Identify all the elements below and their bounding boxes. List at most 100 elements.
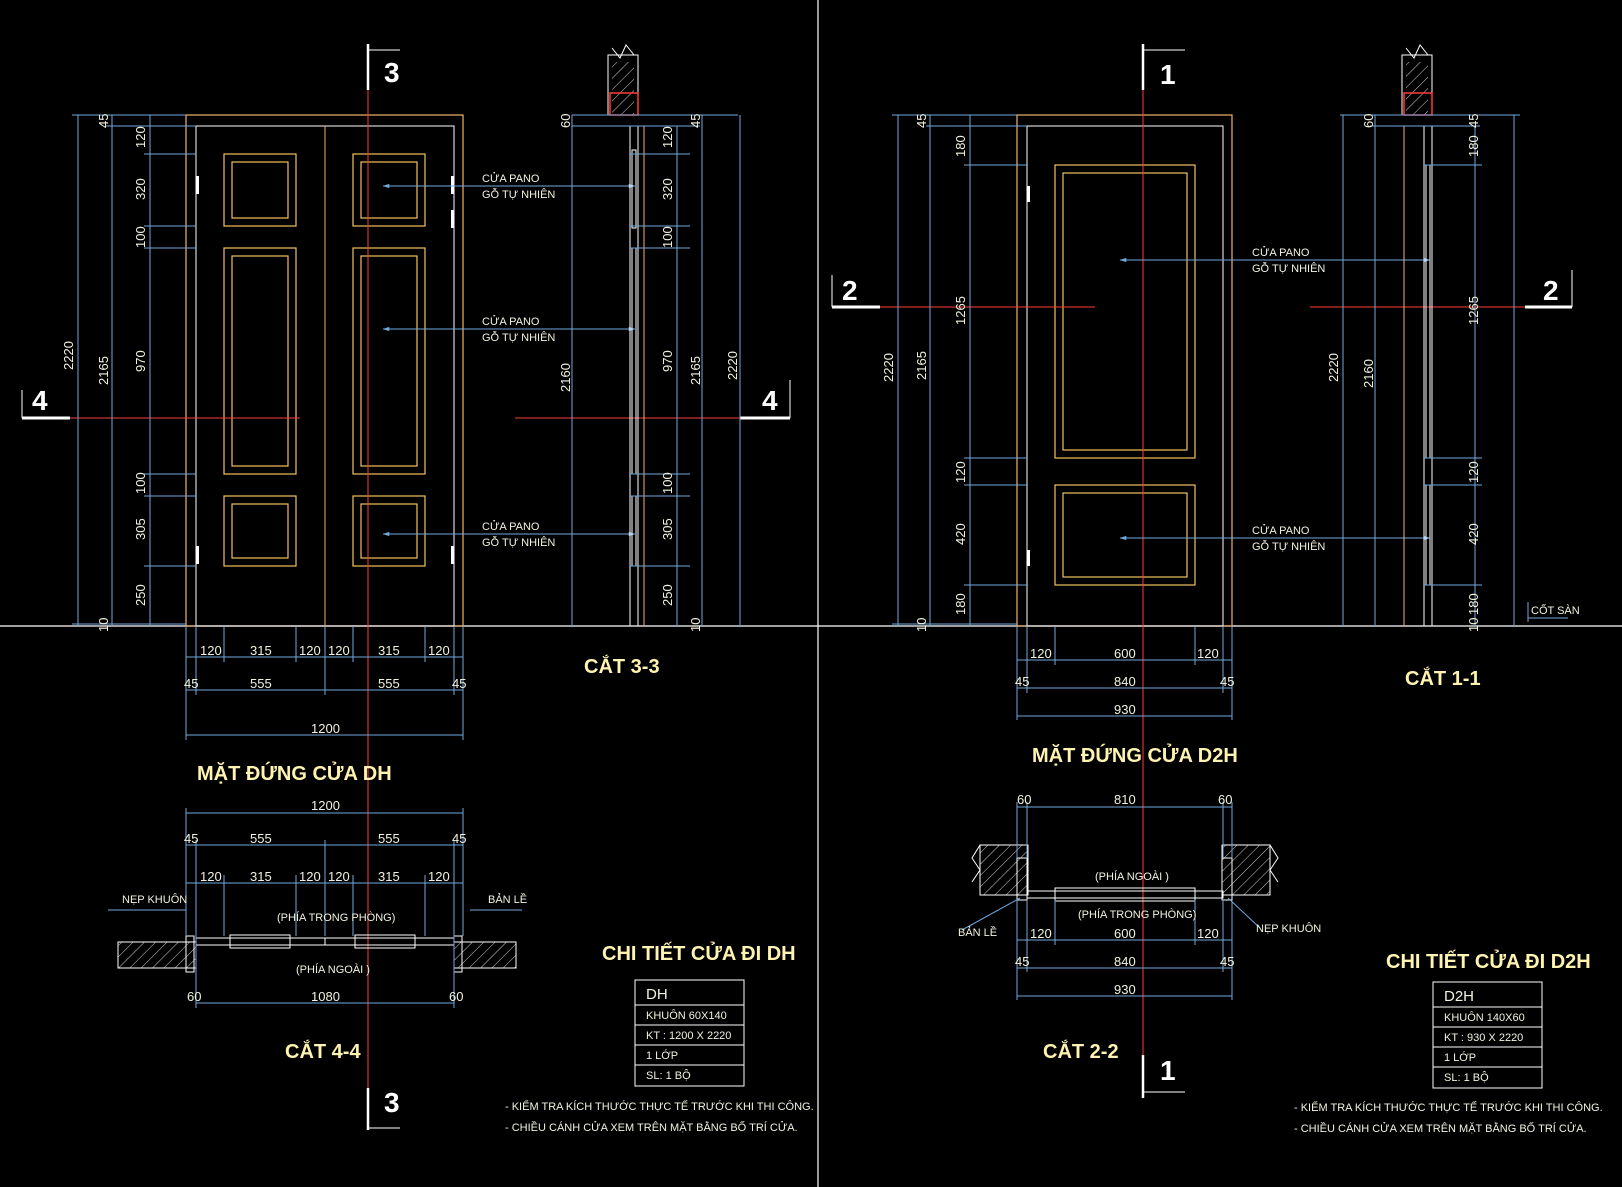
dh-note-1: - KIỂM TRA KÍCH THƯỚC THỰC TẾ TRƯỚC KHI …: [505, 1100, 814, 1113]
dh-plan-dims: [108, 808, 522, 1008]
svg-text:KT : 930 X 2220: KT : 930 X 2220: [1444, 1032, 1523, 1044]
svg-text:2165: 2165: [688, 356, 703, 385]
svg-text:(PHÍA NGOÀI ): (PHÍA NGOÀI ): [1095, 870, 1169, 883]
svg-text:NẸP KHUÔN: NẸP KHUÔN: [122, 893, 187, 906]
svg-text:45: 45: [1015, 674, 1029, 689]
svg-text:CỬA PANO: CỬA PANO: [482, 172, 540, 185]
svg-text:305: 305: [660, 518, 675, 540]
d2h-note-1: - KIỂM TRA KÍCH THƯỚC THỰC TẾ TRƯỚC KHI …: [1294, 1101, 1603, 1114]
svg-text:NẸP KHUÔN: NẸP KHUÔN: [1256, 922, 1321, 935]
section-2-2-title: CẮT 2-2: [1043, 1039, 1119, 1063]
svg-text:840: 840: [1114, 674, 1136, 689]
svg-text:(PHÍA NGOÀI ): (PHÍA NGOÀI ): [296, 963, 370, 976]
svg-text:GỖ TỰ NHIÊN: GỖ TỰ NHIÊN: [482, 188, 555, 201]
d2h-section-markers: 1 1 2 2: [831, 44, 1573, 1098]
svg-text:320: 320: [133, 178, 148, 200]
dh-section-3-3-dim-texts: 60 2160 120 320 100 970 100 305 250 45 2…: [558, 114, 740, 632]
svg-text:250: 250: [660, 584, 675, 606]
svg-text:120: 120: [1197, 646, 1219, 661]
dh-elevation-title: MẶT ĐỨNG CỬA DH: [197, 761, 392, 785]
d2h-detail-title: CHI TIẾT CỬA ĐI D2H: [1386, 949, 1591, 973]
svg-text:120: 120: [328, 643, 350, 658]
svg-text:10: 10: [688, 618, 703, 632]
d2h-plan-2-2: [971, 844, 1279, 902]
d2h-dimension-texts: 2220 2165 45 10 180 1265 120 420 180 120…: [881, 114, 1234, 717]
svg-text:CỬA PANO: CỬA PANO: [482, 315, 540, 328]
svg-text:120: 120: [1466, 461, 1481, 483]
svg-text:315: 315: [378, 643, 400, 658]
d2h-section-1-1: [1401, 44, 1433, 627]
svg-text:2165: 2165: [914, 351, 929, 380]
svg-text:315: 315: [250, 643, 272, 658]
svg-text:45: 45: [1220, 954, 1234, 969]
marker-4-right: 4: [762, 385, 778, 416]
svg-text:1 LỚP: 1 LỚP: [646, 1049, 678, 1062]
svg-text:1200: 1200: [311, 798, 340, 813]
svg-text:100: 100: [660, 472, 675, 494]
section-3-3-title: CẮT 3-3: [584, 654, 660, 678]
d2h-elevation: [1016, 114, 1233, 627]
dh-panel-labels: CỬA PANO GỖ TỰ NHIÊN CỬA PANO GỖ TỰ NHIÊ…: [482, 172, 555, 549]
d2h-section-lines: [880, 60, 1525, 1078]
d2h-plan-dim-texts: 60 810 60 120 600 120 45 840 45 930 (PHÍ…: [958, 792, 1321, 997]
svg-text:180: 180: [953, 135, 968, 157]
svg-text:100: 100: [133, 226, 148, 248]
dh-spec-table: [634, 979, 745, 1087]
svg-text:2160: 2160: [558, 363, 573, 392]
svg-text:2165: 2165: [96, 356, 111, 385]
svg-text:555: 555: [250, 676, 272, 691]
svg-text:60: 60: [187, 989, 201, 1004]
floor-level-label: CỐT SÀN: [1531, 603, 1580, 617]
svg-text:45: 45: [1466, 114, 1481, 128]
dh-detail-title: CHI TIẾT CỬA ĐI DH: [602, 941, 796, 965]
svg-text:SL: 1 BỘ: SL: 1 BỘ: [646, 1069, 691, 1082]
svg-text:45: 45: [96, 114, 111, 128]
svg-text:320: 320: [660, 178, 675, 200]
svg-text:10: 10: [1466, 618, 1481, 632]
svg-text:1200: 1200: [311, 721, 340, 736]
marker-3-top: 3: [384, 57, 400, 88]
svg-text:10: 10: [914, 618, 929, 632]
svg-text:120: 120: [1197, 926, 1219, 941]
svg-text:GỖ TỰ NHIÊN: GỖ TỰ NHIÊN: [482, 331, 555, 344]
svg-text:45: 45: [184, 831, 198, 846]
svg-text:60: 60: [449, 989, 463, 1004]
svg-text:930: 930: [1114, 982, 1136, 997]
svg-text:BẢN LỀ: BẢN LỀ: [958, 926, 997, 939]
dh-plan-dim-texts: 1200 45 555 555 45 120 315 120 120 315 1…: [122, 798, 527, 1004]
svg-text:600: 600: [1114, 926, 1136, 941]
svg-text:120: 120: [133, 126, 148, 148]
marker-1-bottom: 1: [1160, 1055, 1176, 1086]
d2h-section-1-1-dims: [1340, 114, 1568, 626]
d2h-dimension-lines: [892, 114, 1431, 720]
svg-text:CỬA PANO: CỬA PANO: [482, 520, 540, 533]
svg-text:555: 555: [250, 831, 272, 846]
svg-text:1265: 1265: [953, 296, 968, 325]
svg-text:120: 120: [953, 461, 968, 483]
d2h-note-2: - CHIỀU CÁNH CỬA XEM TRÊN MẶT BẰNG BỐ TR…: [1294, 1121, 1587, 1135]
svg-text:120: 120: [660, 126, 675, 148]
svg-text:2220: 2220: [61, 341, 76, 370]
svg-text:930: 930: [1114, 702, 1136, 717]
section-1-1-title: CẮT 1-1: [1405, 666, 1481, 690]
marker-2-right: 2: [1543, 275, 1559, 306]
svg-text:315: 315: [250, 869, 272, 884]
svg-text:305: 305: [133, 518, 148, 540]
svg-text:120: 120: [299, 643, 321, 658]
marker-2-left: 2: [842, 275, 858, 306]
d2h-panel-labels: CỬA PANO GỖ TỰ NHIÊN CỬA PANO GỖ TỰ NHIÊ…: [1252, 246, 1325, 553]
dh-section-3-3: [607, 44, 645, 627]
section-4-4-title: CẮT 4-4: [285, 1039, 361, 1063]
svg-text:45: 45: [1220, 674, 1234, 689]
svg-text:120: 120: [428, 643, 450, 658]
svg-text:120: 120: [1030, 926, 1052, 941]
dh-section-3-3-dims: [571, 114, 741, 626]
d2h-elevation-title: MẶT ĐỨNG CỬA D2H: [1032, 743, 1238, 767]
svg-text:45: 45: [452, 676, 466, 691]
svg-text:60: 60: [558, 114, 573, 128]
svg-text:555: 555: [378, 831, 400, 846]
svg-text:BẢN LỀ: BẢN LỀ: [488, 893, 527, 906]
svg-text:(PHÍA TRONG PHÒNG): (PHÍA TRONG PHÒNG): [1078, 908, 1196, 921]
